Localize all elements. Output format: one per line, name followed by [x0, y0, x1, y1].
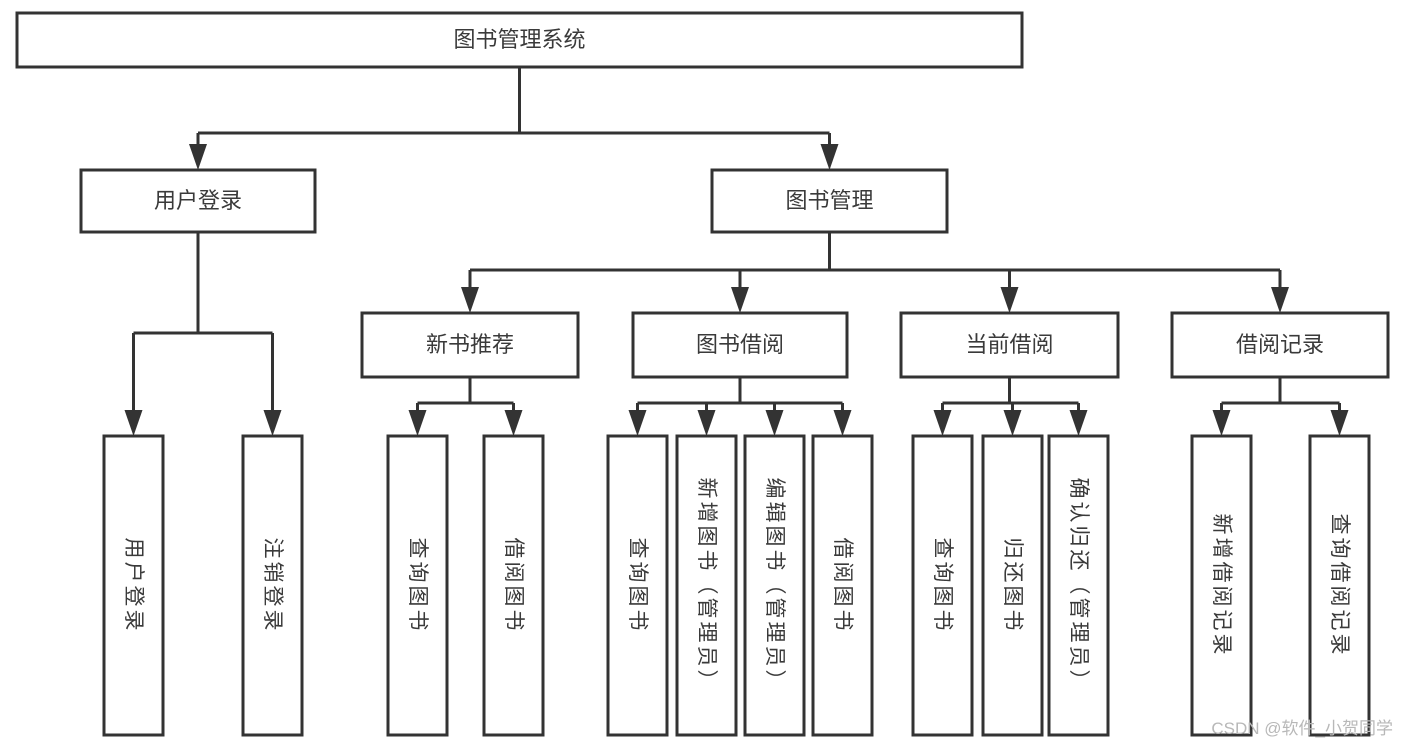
leaf-node-归还图书[interactable]: 归还图书	[981, 434, 1044, 737]
leaf-node-label: 新增图书（管理员）	[695, 478, 718, 694]
leaf-node-label: 查询图书	[931, 538, 954, 634]
level3-node-新书推荐[interactable]: 新书推荐	[360, 311, 580, 379]
leaf-node-rect[interactable]	[1308, 434, 1371, 737]
level3-node-rect[interactable]	[631, 311, 849, 379]
leaf-node-rect[interactable]	[811, 434, 874, 737]
connector-layer	[124, 67, 1349, 436]
root-node-rect[interactable]	[15, 11, 1024, 69]
leaf-node-注销登录[interactable]: 注销登录	[241, 434, 304, 737]
leaf-node-rect[interactable]	[241, 434, 304, 737]
leaf-node-label: 归还图书	[1001, 538, 1024, 634]
leaf-node-label: 注销登录	[261, 538, 284, 634]
leafarrow-查询图书-head	[628, 410, 647, 436]
leaf-node-label: 新增借阅记录	[1210, 514, 1233, 658]
level3-node-图书借阅[interactable]: 图书借阅	[631, 311, 849, 379]
leaf-node-rect[interactable]	[1190, 434, 1253, 737]
leaf-node-label: 查询图书	[626, 538, 649, 634]
root-node-label: 图书管理系统	[453, 27, 585, 52]
level2-node-用户登录[interactable]: 用户登录	[79, 168, 317, 234]
node-layer: 图书管理系统用户登录图书管理新书推荐图书借阅当前借阅借阅记录用户登录注销登录查询…	[15, 11, 1390, 737]
leaf-node-查询图书[interactable]: 查询图书	[386, 434, 449, 737]
level2-node-label: 用户登录	[154, 188, 242, 213]
level2-node-图书管理[interactable]: 图书管理	[710, 168, 949, 234]
leaf-node-label: 借阅图书	[502, 538, 525, 634]
level3-node-label: 图书借阅	[696, 332, 784, 357]
leaf-node-rect[interactable]	[981, 434, 1044, 737]
leafarrow-借阅图书-head	[504, 410, 523, 436]
leaf-node-rect[interactable]	[386, 434, 449, 737]
level3-node-label: 新书推荐	[426, 332, 514, 357]
leaf-node-rect[interactable]	[102, 434, 165, 737]
leaf-node-label: 确认归还（管理员）	[1067, 478, 1090, 694]
leaf-node-rect[interactable]	[675, 434, 738, 737]
leaf-node-rect[interactable]	[606, 434, 669, 737]
leaf-node-确认归还管理员[interactable]: 确认归还（管理员）	[1047, 434, 1110, 737]
leaf-node-rect[interactable]	[911, 434, 974, 737]
leafarrow-确认归还管理员-head	[1069, 410, 1088, 436]
leafarrow-编辑图书管理员-head	[765, 410, 784, 436]
leaf-node-新增图书管理员[interactable]: 新增图书（管理员）	[675, 434, 738, 737]
leaf-node-用户登录[interactable]: 用户登录	[102, 434, 165, 737]
level3-node-label: 当前借阅	[965, 332, 1053, 357]
leafarrow-用户登录-head	[124, 410, 143, 436]
mgmt-to-当前借阅-head	[1000, 287, 1019, 313]
level3-node-label: 借阅记录	[1236, 332, 1324, 357]
leafarrow-注销登录-head	[263, 410, 282, 436]
root-node-图书管理系统[interactable]: 图书管理系统	[15, 11, 1024, 69]
leafarrow-查询图书-head	[408, 410, 427, 436]
leafarrow-新增图书管理员-head	[697, 410, 716, 436]
leafarrow-借阅图书-head	[833, 410, 852, 436]
leaf-node-rect[interactable]	[743, 434, 806, 737]
root-to-图书管理-head	[820, 144, 839, 170]
leafarrow-查询借阅记录-head	[1330, 410, 1349, 436]
level2-node-rect[interactable]	[79, 168, 317, 234]
level2-node-label: 图书管理	[785, 188, 873, 213]
level3-node-rect[interactable]	[899, 311, 1120, 379]
leaf-node-rect[interactable]	[482, 434, 545, 737]
leaf-node-新增借阅记录[interactable]: 新增借阅记录	[1190, 434, 1253, 737]
leaf-node-查询图书[interactable]: 查询图书	[606, 434, 669, 737]
mgmt-to-新书推荐-head	[461, 287, 479, 313]
leafarrow-归还图书-head	[1003, 410, 1022, 436]
leaf-node-label: 查询借阅记录	[1328, 514, 1351, 658]
leaf-node-查询图书[interactable]: 查询图书	[911, 434, 974, 737]
level3-node-rect[interactable]	[360, 311, 580, 379]
leaf-node-借阅图书[interactable]: 借阅图书	[811, 434, 874, 737]
root-to-用户登录-head	[189, 144, 207, 170]
leaf-node-label: 编辑图书（管理员）	[763, 478, 786, 694]
level3-node-rect[interactable]	[1170, 311, 1390, 379]
mgmt-to-图书借阅-head	[731, 287, 749, 313]
level3-node-当前借阅[interactable]: 当前借阅	[899, 311, 1120, 379]
leaf-node-label: 借阅图书	[831, 538, 854, 634]
level2-node-rect[interactable]	[710, 168, 949, 234]
leaf-node-rect[interactable]	[1047, 434, 1110, 737]
leaf-node-label: 查询图书	[406, 538, 429, 634]
leafarrow-新增借阅记录-head	[1212, 410, 1231, 436]
leaf-node-label: 用户登录	[122, 538, 145, 634]
leaf-node-编辑图书管理员[interactable]: 编辑图书（管理员）	[743, 434, 806, 737]
mgmt-to-借阅记录-head	[1271, 287, 1289, 313]
leafarrow-查询图书-head	[933, 410, 952, 436]
level3-node-借阅记录[interactable]: 借阅记录	[1170, 311, 1390, 379]
leaf-node-借阅图书[interactable]: 借阅图书	[482, 434, 545, 737]
leaf-node-查询借阅记录[interactable]: 查询借阅记录	[1308, 434, 1371, 737]
